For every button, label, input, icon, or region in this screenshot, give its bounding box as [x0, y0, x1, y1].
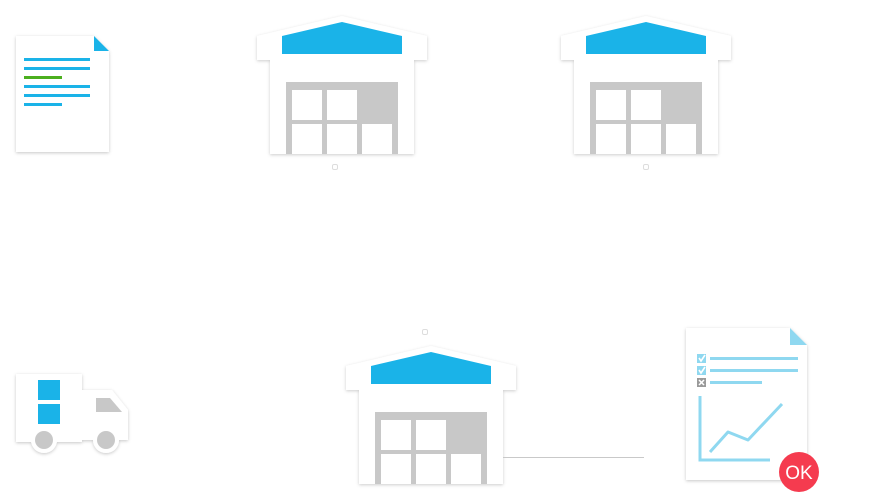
report-chart-icon — [682, 324, 812, 484]
warehouse-icon — [254, 14, 430, 160]
connector-dot — [332, 164, 338, 170]
connector-dot — [422, 329, 428, 335]
connector-dot — [643, 164, 649, 170]
delivery-truck-icon — [14, 372, 134, 458]
ok-badge-label: OK — [785, 463, 813, 484]
ok-badge: OK — [778, 451, 822, 495]
connector-line — [503, 457, 644, 458]
document-icon — [12, 32, 114, 156]
warehouse-icon — [343, 344, 519, 490]
warehouse-icon — [558, 14, 734, 160]
